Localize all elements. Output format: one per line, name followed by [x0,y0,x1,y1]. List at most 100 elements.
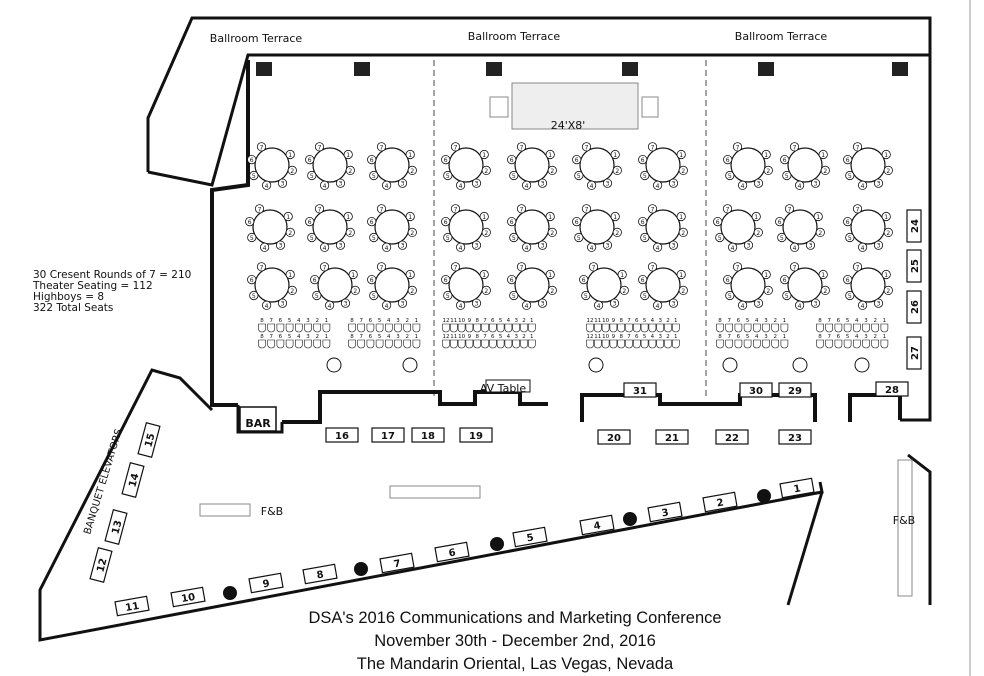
chair-number: 5 [785,293,789,300]
chair [376,262,387,272]
theater-seat-number: 4 [755,318,759,324]
chair [254,204,265,214]
theater-chair [753,323,761,333]
chair-number: 4 [525,303,529,310]
round-table-top [374,267,410,303]
seating-rounds-text: 30 Cresent Rounds of 7 = 210 [33,269,192,281]
chair [509,170,519,181]
round-table-top [645,147,681,183]
chair [479,149,489,160]
chair [397,240,408,250]
chair [737,180,748,190]
theater-seat-number: 6 [279,334,283,340]
highboy-black [223,586,237,600]
chair-number: 6 [783,277,787,284]
theater-seat-number: 4 [651,334,655,340]
chair-number: 2 [622,288,626,295]
chair [883,165,893,175]
round-table-top [645,209,681,245]
round-table-top [514,267,550,303]
booth-box [512,526,548,548]
chair-number: 2 [353,288,357,295]
chair-number: 4 [656,245,660,252]
chair [481,227,491,237]
booth-box [170,586,206,608]
chair-number: 1 [482,152,486,159]
chair-number: 7 [258,206,262,213]
chair [602,240,613,250]
chair-number: 1 [288,152,292,159]
theater-chair [481,339,489,349]
chair [275,240,286,250]
chair [516,204,527,214]
round-table-top [579,209,615,245]
bar-label: BAR [245,417,271,430]
booth-box [906,290,922,324]
booth: 23 [778,429,812,445]
theater-seat-number: 5 [643,318,647,324]
theater-chair [834,339,843,349]
chair-number: 3 [541,301,545,308]
chair-number: 5 [577,173,581,180]
booth: 11 [114,595,150,617]
chair [305,155,315,165]
chair [805,240,816,250]
chair [256,262,267,272]
booth: 16 [325,427,359,443]
chair-number: 1 [884,214,888,221]
stage-step-left [489,96,509,118]
theater-chair [834,323,843,333]
theater-seat-number: 4 [387,334,391,340]
chair [751,211,761,222]
theater-chair [633,339,641,349]
theater-chair [304,339,312,349]
chair [574,170,584,181]
theater-seat-number: 8 [718,334,722,340]
theater-seat-number: 6 [837,318,841,324]
chair [723,155,733,165]
window-column [486,62,502,76]
theater-chair [617,339,625,349]
theater-seat-number: 6 [837,334,841,340]
theater-chair [258,339,266,349]
chair-number: 7 [260,144,264,151]
stage-label: 24'X8' [551,119,586,132]
chair-number: 3 [344,301,348,308]
theater-seat-number: 3 [764,334,768,340]
chair [612,165,622,175]
chair-number: 6 [510,219,514,226]
chair-number: 3 [606,181,610,188]
chair-number: 6 [444,219,448,226]
chair-number: 6 [510,157,514,164]
theater-chair [871,339,879,349]
chair [310,274,320,285]
chair-number: 6 [248,219,252,226]
chair-number: 3 [877,181,881,188]
theater-chair [880,323,889,333]
chair [588,262,599,272]
chair [593,300,604,310]
theater-chair [528,339,536,349]
chair [784,204,795,214]
theater-chair [816,339,824,349]
chair-number: 4 [459,183,463,190]
chair-number: 4 [861,245,865,252]
round-table-top [374,147,410,183]
chair-number: 7 [788,206,792,213]
theater-seat-number: 4 [855,334,859,340]
chair-number: 7 [520,264,524,271]
chair-number: 4 [265,183,269,190]
booth-box [434,541,470,563]
chair [367,274,377,285]
theater-seat-number: 12 [587,334,594,340]
chair [521,300,532,310]
chair-number: 5 [643,173,647,180]
theater-chair [457,339,466,349]
booth-box [906,249,922,283]
